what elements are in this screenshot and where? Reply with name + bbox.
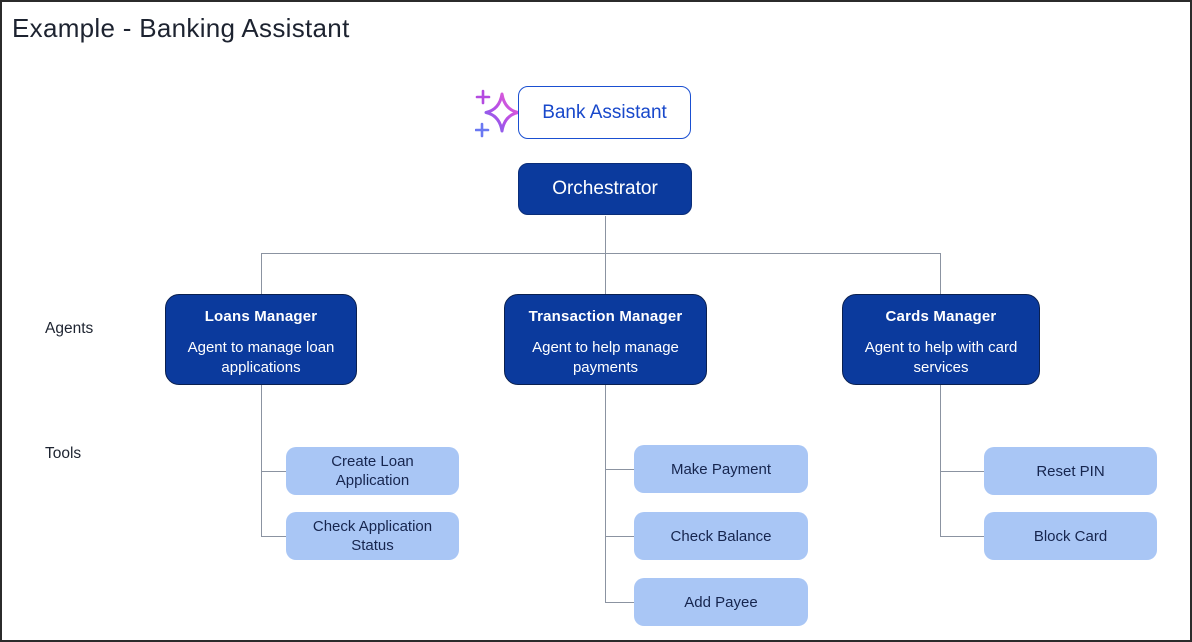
- agents-row-label: Agents: [45, 320, 94, 337]
- tool-node-add-payee: Add Payee: [634, 578, 808, 626]
- connector-branch: [940, 471, 984, 472]
- connector-bus: [261, 253, 941, 254]
- connector-orchestrator-down: [605, 216, 606, 253]
- connector-loans-tools-spine: [261, 385, 262, 536]
- tool-node-reset-pin: Reset PIN: [984, 447, 1157, 495]
- tool-label: Block Card: [1033, 527, 1108, 545]
- bank-assistant-label: Bank Assistant: [542, 101, 667, 123]
- agent-name: Loans Manager: [204, 308, 318, 325]
- bank-assistant-node: Bank Assistant: [518, 86, 691, 139]
- agent-node-loans-manager: Loans Manager Agent to manage loan appli…: [165, 294, 357, 385]
- connector-branch: [605, 602, 634, 603]
- tool-node-make-payment: Make Payment: [634, 445, 808, 493]
- connector-branch: [605, 536, 634, 537]
- agent-description: Agent to help manage payments: [532, 339, 679, 376]
- agent-node-cards-manager: Cards Manager Agent to help with card se…: [842, 294, 1040, 385]
- agent-node-transaction-manager: Transaction Manager Agent to help manage…: [504, 294, 707, 385]
- tool-node-block-card: Block Card: [984, 512, 1157, 560]
- sparkles-icon: [475, 89, 520, 138]
- tool-label: Add Payee: [684, 593, 758, 611]
- connector-branch: [261, 536, 286, 537]
- tool-label: Create Loan Application: [331, 453, 414, 489]
- connector-drop-transaction: [605, 253, 606, 294]
- connector-drop-cards: [940, 253, 941, 294]
- tool-label: Reset PIN: [1036, 462, 1105, 480]
- orchestrator-label: Orchestrator: [552, 178, 658, 199]
- tool-label: Make Payment: [670, 460, 772, 478]
- connector-transaction-tools-spine: [605, 385, 606, 602]
- tool-node-create-loan-application: Create Loan Application: [286, 447, 459, 495]
- connector-branch: [940, 536, 984, 537]
- tool-label: Check Application Status: [312, 518, 433, 554]
- connector-cards-tools-spine: [940, 385, 941, 536]
- orchestrator-node: Orchestrator: [518, 163, 692, 215]
- agent-name: Transaction Manager: [528, 308, 683, 325]
- connector-branch: [261, 471, 286, 472]
- tool-label: Check Balance: [670, 527, 772, 545]
- tools-row-label: Tools: [45, 445, 82, 462]
- agent-description: Agent to help with card services: [864, 339, 1018, 376]
- page-title: Example - Banking Assistant: [12, 13, 350, 43]
- tool-node-check-balance: Check Balance: [634, 512, 808, 560]
- tool-node-check-application-status: Check Application Status: [286, 512, 459, 560]
- agent-name: Cards Manager: [885, 308, 997, 325]
- connector-drop-loans: [261, 253, 262, 294]
- agent-description: Agent to manage loan applications: [187, 339, 335, 376]
- connector-branch: [605, 469, 634, 470]
